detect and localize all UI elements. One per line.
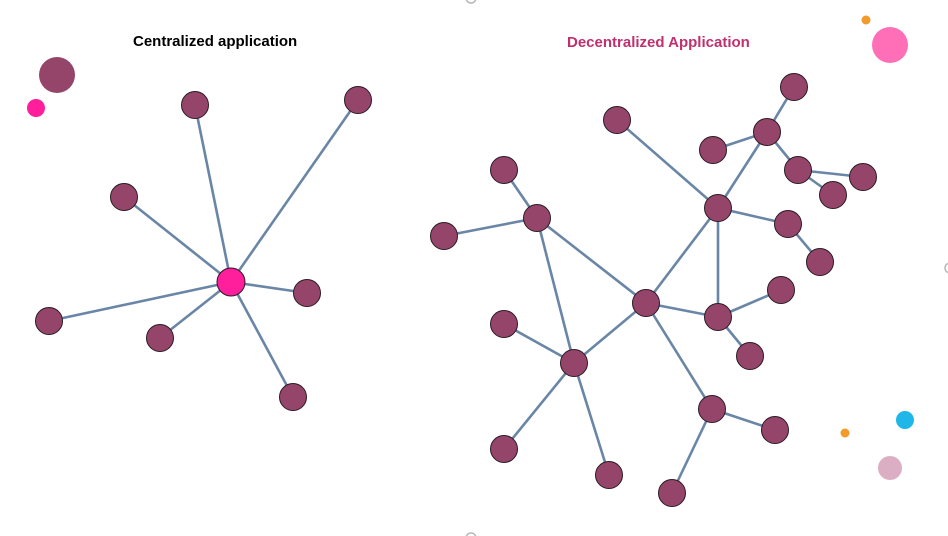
centralized-node [35, 307, 63, 335]
decentralized-node [490, 156, 518, 184]
decentralized-node [806, 248, 834, 276]
centralized-nodes [35, 86, 372, 411]
decentralized-edge [716, 131, 769, 209]
pink-dot [27, 99, 45, 117]
decentralized-node [699, 136, 727, 164]
orange-dot [840, 428, 850, 438]
large-purple-dot [39, 57, 75, 93]
decentralized-node [780, 73, 808, 101]
decentralized-node [490, 435, 518, 463]
centralized-node [146, 324, 174, 352]
decentralized-node [704, 303, 732, 331]
decentralized-node [736, 342, 764, 370]
centralized-title: Centralized application [133, 33, 298, 50]
decentralized-title: Decentralized Application [567, 34, 750, 51]
centralized-edge [159, 280, 232, 340]
decentralized-edge [670, 408, 714, 494]
decentralized-node [704, 194, 732, 222]
decentralized-edge [644, 302, 714, 410]
decentralized-edge [502, 362, 576, 450]
large-pink-dot [872, 27, 908, 63]
decentralized-node [632, 289, 660, 317]
decentralized-edge [535, 217, 576, 364]
decentralized-node [753, 118, 781, 146]
centralized-edge [193, 104, 233, 283]
decentralized-edge [443, 216, 538, 238]
centralized-node [344, 86, 372, 114]
edge-ring-mark [465, 532, 477, 536]
decentralized-node [523, 204, 551, 232]
decentralized-edge [573, 302, 647, 364]
centralized-edge [229, 99, 360, 283]
decentralized-network [430, 73, 877, 507]
decentralized-node [761, 416, 789, 444]
decentralized-node [603, 106, 631, 134]
edge-ring-mark [465, 0, 477, 4]
decentralized-node [774, 210, 802, 238]
decentralized-edge [616, 119, 719, 209]
centralized-network [35, 86, 372, 411]
decentralized-node [595, 461, 623, 489]
decentralized-node [698, 395, 726, 423]
decorative-dots [27, 0, 948, 536]
decentralized-node [767, 276, 795, 304]
decentralized-edges [443, 86, 864, 494]
decentralized-edge [644, 207, 720, 304]
decentralized-node [784, 156, 812, 184]
centralized-node [181, 91, 209, 119]
decentralized-node [560, 349, 588, 377]
decentralized-edge [572, 362, 611, 476]
centralized-node [110, 183, 138, 211]
decentralized-edge [536, 216, 647, 305]
centralized-central-server-node [216, 267, 246, 297]
light-pink-dot [878, 456, 902, 480]
centralized-node [293, 279, 321, 307]
edge-ring-mark [944, 262, 948, 274]
centralized-edge [229, 281, 295, 398]
decentralized-node [849, 163, 877, 191]
decentralized-node [430, 222, 458, 250]
decentralized-node [490, 310, 518, 338]
cyan-dot [896, 411, 914, 429]
decentralized-node [658, 479, 686, 507]
orange-dot [861, 15, 871, 25]
decentralized-node [819, 181, 847, 209]
decentralized-nodes [430, 73, 877, 507]
centralized-edge [123, 195, 232, 284]
centralized-node [279, 383, 307, 411]
centralized-edges [48, 99, 360, 398]
centralized-edge [48, 280, 232, 323]
